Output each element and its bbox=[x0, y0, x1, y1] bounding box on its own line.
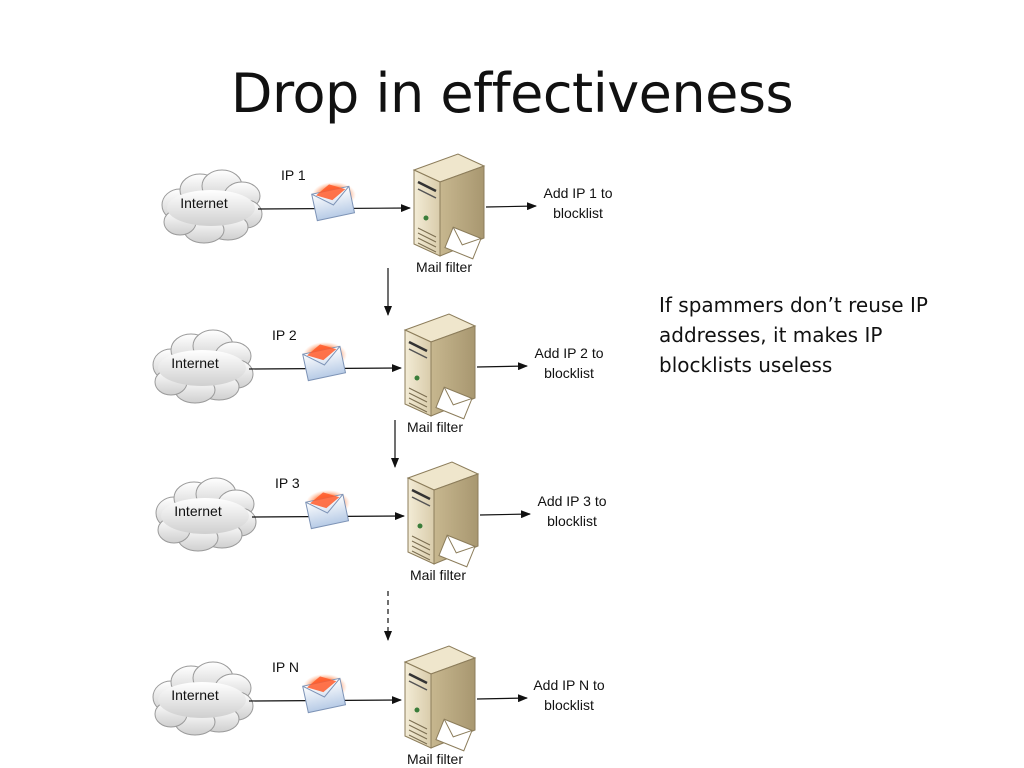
action-label-line1: Add IP 2 to bbox=[534, 345, 603, 361]
ip-label: IP 1 bbox=[281, 167, 306, 183]
envelope-icon bbox=[302, 342, 347, 382]
cloud-label: Internet bbox=[171, 355, 219, 371]
mail-icon bbox=[435, 386, 473, 420]
action-label-line2: blocklist bbox=[544, 365, 594, 381]
ip-label: IP 2 bbox=[272, 327, 297, 343]
filter-row: Internet IP N Mail filter Add IP N to blockl… bbox=[152, 645, 605, 767]
action-label-line2: blocklist bbox=[544, 697, 594, 713]
server-label: Mail filter bbox=[407, 751, 463, 767]
action-label-line2: blocklist bbox=[547, 513, 597, 529]
mail-icon bbox=[435, 718, 473, 752]
outbound-arrow bbox=[485, 202, 537, 211]
cloud-icon bbox=[152, 661, 254, 736]
server-label: Mail filter bbox=[410, 567, 466, 583]
ip-label: IP N bbox=[272, 659, 299, 675]
server-label: Mail filter bbox=[407, 419, 463, 435]
mail-icon bbox=[444, 226, 482, 260]
filter-row: Internet IP 3 Mail filter Add IP 3 to blockl… bbox=[155, 461, 607, 583]
outbound-arrow bbox=[476, 362, 528, 371]
slide-title: Drop in effectiveness bbox=[230, 62, 794, 125]
mail-icon bbox=[438, 534, 476, 568]
cloud-icon bbox=[155, 477, 257, 552]
action-label-line1: Add IP 3 to bbox=[537, 493, 606, 509]
action-label-line2: blocklist bbox=[553, 205, 603, 221]
envelope-icon bbox=[311, 182, 356, 222]
side-note: If spammers don’t reuse IP addresses, it… bbox=[659, 293, 928, 377]
ip-label: IP 3 bbox=[275, 475, 300, 491]
outbound-arrow bbox=[479, 510, 531, 519]
action-label-line1: Add IP 1 to bbox=[543, 185, 612, 201]
filter-row: Internet IP 1 Mail filter Add IP 1 to blockl… bbox=[161, 153, 613, 275]
server-label: Mail filter bbox=[416, 259, 472, 275]
cloud-label: Internet bbox=[180, 195, 228, 211]
action-label-line1: Add IP N to bbox=[533, 677, 605, 693]
cloud-icon bbox=[161, 169, 263, 244]
filter-row: Internet IP 2 Mail filter Add IP 2 to blockl… bbox=[152, 313, 604, 435]
cloud-icon bbox=[152, 329, 254, 404]
outbound-arrow bbox=[476, 694, 528, 703]
envelope-icon bbox=[305, 490, 350, 530]
cloud-label: Internet bbox=[171, 687, 219, 703]
envelope-icon bbox=[302, 674, 347, 714]
cloud-label: Internet bbox=[174, 503, 222, 519]
